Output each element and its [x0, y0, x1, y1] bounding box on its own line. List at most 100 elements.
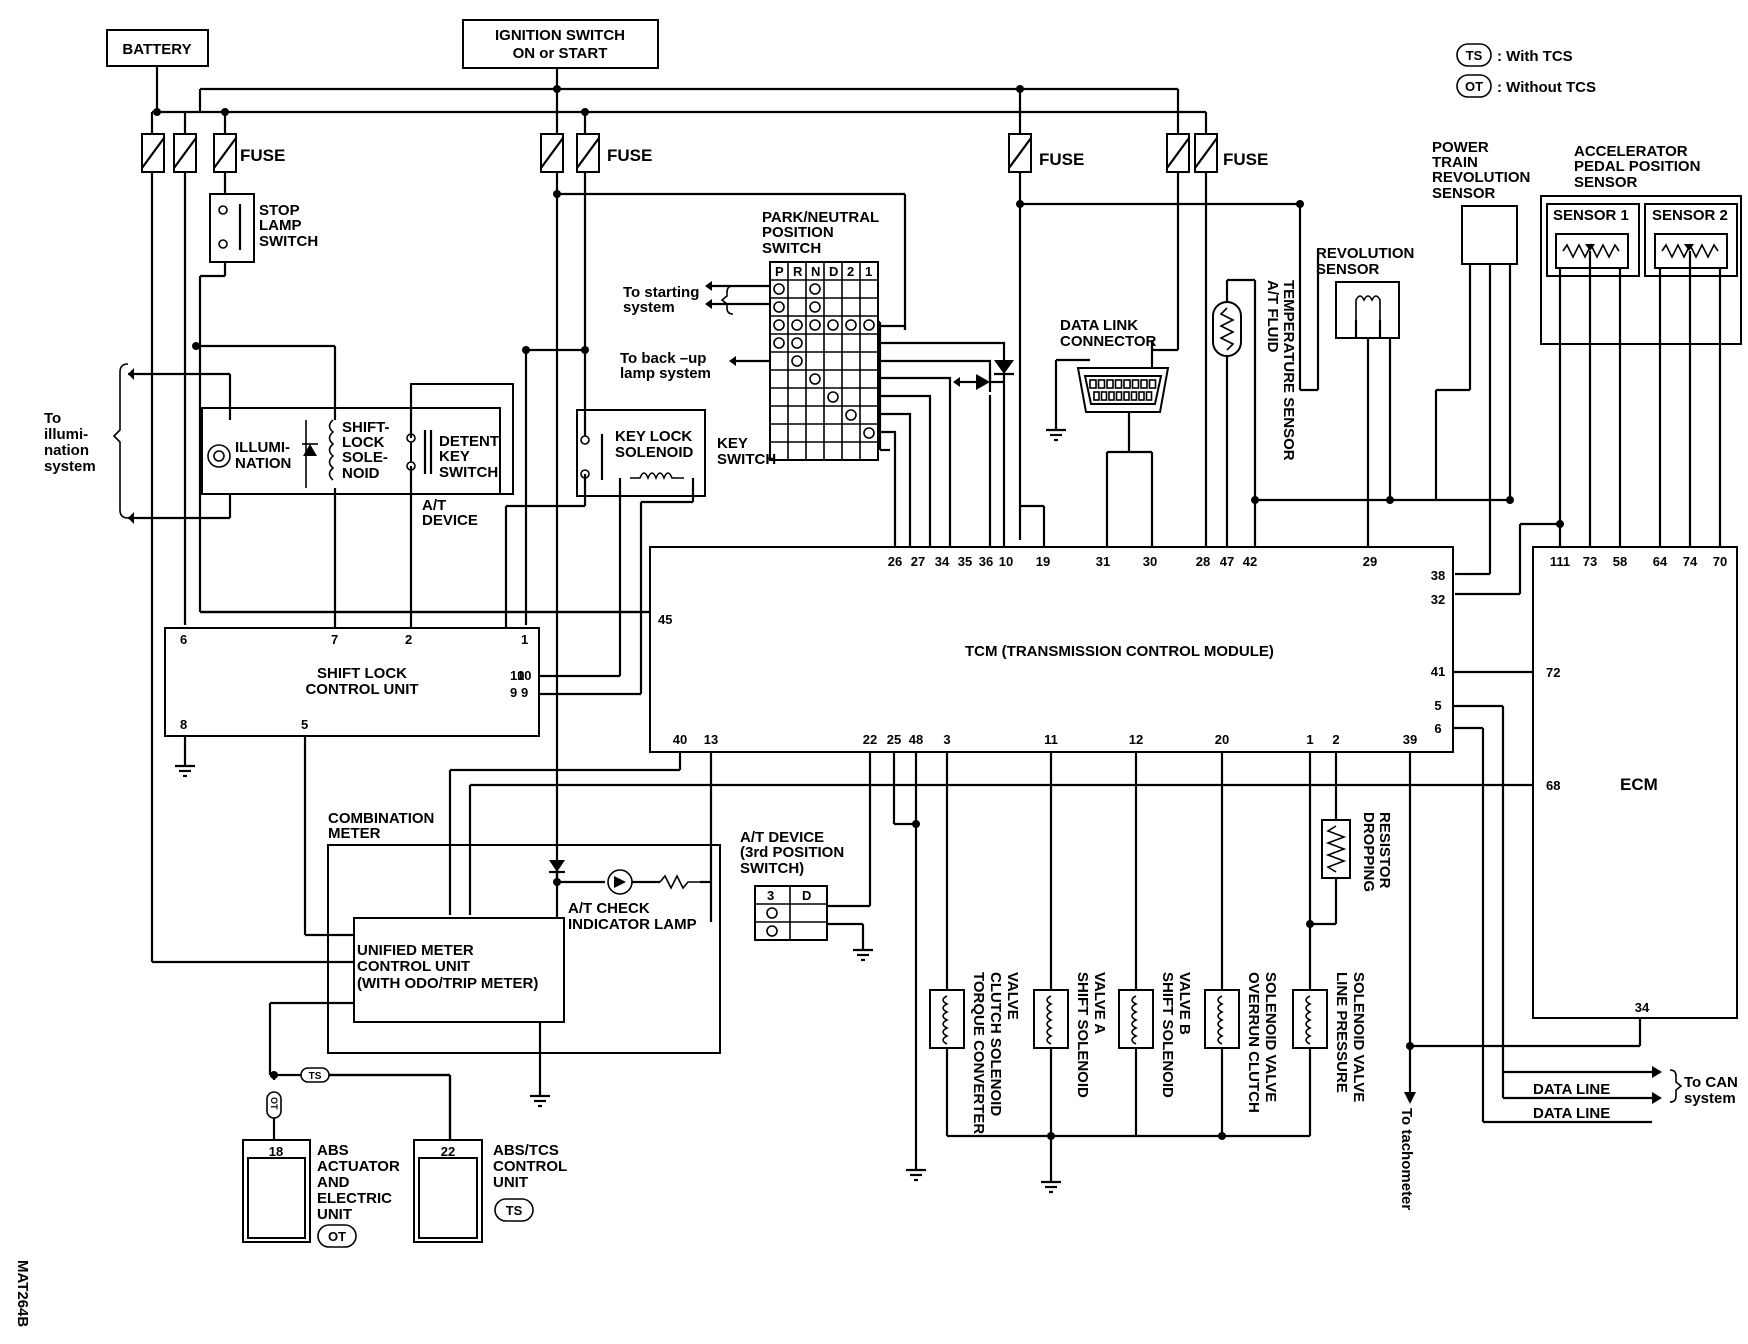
svg-text:MAT264B: MAT264B: [14, 1260, 31, 1327]
ground-icon: [906, 1168, 926, 1182]
solenoid-valve-label: VALVE A: [1091, 972, 1108, 1034]
svg-text:DEVICE: DEVICE: [422, 512, 478, 529]
svg-text:NOID: NOID: [342, 465, 380, 482]
coil-icon: [942, 995, 949, 1045]
solenoid-valve-label: SHIFT SOLENOID: [1074, 972, 1091, 1098]
svg-text:system: system: [623, 299, 675, 316]
svg-text:OT: OT: [1465, 79, 1483, 94]
ecm-pin-left-72: 72: [1546, 665, 1560, 680]
dlc-pin: [1138, 391, 1145, 401]
ecm-pin-top-70: 70: [1713, 554, 1727, 569]
tcm-pin-right-41: 41: [1431, 664, 1445, 679]
svg-text:SHIFT-: SHIFT-: [342, 419, 390, 436]
tcm-pin-bottom-11: 11: [1044, 732, 1058, 747]
tcm-pin-bottom-20: 20: [1215, 732, 1229, 747]
svg-text:22: 22: [441, 1144, 455, 1159]
svg-text:(3rd POSITION: (3rd POSITION: [740, 844, 844, 861]
tcm-pin-bottom-3: 3: [943, 732, 950, 747]
ground-icon: [530, 1094, 550, 1108]
pnp-contact: [809, 301, 821, 313]
ground-icon: [853, 948, 873, 962]
svg-text:POSITION: POSITION: [762, 224, 834, 241]
svg-text:To: To: [44, 410, 61, 427]
svg-text:KEY: KEY: [439, 448, 470, 465]
svg-text:A/T: A/T: [422, 497, 446, 514]
svg-text:UNIT: UNIT: [493, 1174, 528, 1191]
svg-text:illumi-: illumi-: [44, 426, 88, 443]
tcm-pin-left-10: 10: [510, 668, 524, 683]
svg-text:COMBINATION: COMBINATION: [328, 810, 434, 827]
pnp-contact: [791, 319, 803, 331]
svg-text:nation: nation: [44, 442, 89, 459]
tcm-pin-top-19: 19: [1036, 554, 1050, 569]
svg-text:SENSOR 2: SENSOR 2: [1652, 207, 1728, 224]
svg-text:UNIT: UNIT: [317, 1206, 352, 1223]
tcm-pin-right-32: 32: [1431, 592, 1445, 607]
pnp-contact: [845, 319, 857, 331]
pnp-contact: [809, 319, 821, 331]
tcm-pin-right-5: 5: [1434, 698, 1441, 713]
ground-icon: [175, 764, 195, 778]
svg-text:SWITCH: SWITCH: [259, 233, 318, 250]
svg-text:NATION: NATION: [235, 455, 291, 472]
svg-text:TRAIN: TRAIN: [1432, 154, 1478, 171]
svg-text:: Without TCS: : Without TCS: [1497, 79, 1596, 96]
fuse-icon: [1194, 133, 1218, 173]
svg-text:45: 45: [658, 612, 672, 627]
tcm-pin-bottom-22: 22: [863, 732, 877, 747]
svg-text:SOLENOID: SOLENOID: [615, 444, 694, 461]
dlc-pin: [1115, 391, 1123, 401]
svg-text:system: system: [1684, 1090, 1736, 1107]
ecm-pin-top-74: 74: [1683, 554, 1698, 569]
revolution-sensor: REVOLUTION SENSOR: [1300, 245, 1414, 552]
svg-text:SENSOR: SENSOR: [1316, 261, 1380, 278]
dlc-pin: [1123, 379, 1131, 389]
svg-text:BATTERY: BATTERY: [122, 41, 191, 58]
tcm-pin-top-10: 10: [999, 554, 1013, 569]
accelerator-pedal-position-sensor: ACCELERATOR PEDAL POSITION SENSOR SENSOR…: [1455, 143, 1742, 596]
ground-icon: [1046, 428, 1066, 442]
dlc-pin: [1089, 379, 1097, 389]
svg-text:INDICATOR LAMP: INDICATOR LAMP: [568, 916, 697, 933]
svg-text:DATA LINE: DATA LINE: [1533, 1081, 1610, 1098]
dlc-pin: [1123, 391, 1130, 401]
svg-text:SOLE-: SOLE-: [342, 449, 388, 466]
svg-text:ABS: ABS: [317, 1142, 349, 1159]
ecm-pin-top-73: 73: [1583, 554, 1597, 569]
svg-text:CONTROL UNIT: CONTROL UNIT: [357, 958, 470, 975]
svg-text:To tachometer: To tachometer: [1398, 1108, 1415, 1210]
svg-text:ELECTRIC: ELECTRIC: [317, 1190, 392, 1207]
solenoid-valve-coil: [1292, 989, 1328, 1049]
dlc-pin: [1131, 379, 1140, 389]
svg-text:STOP: STOP: [259, 202, 300, 219]
fuse-group-left: FUSE: [141, 133, 285, 173]
pnp-contact: [791, 355, 803, 367]
svg-text:To back –up: To back –up: [620, 350, 706, 367]
svg-text:: With TCS: : With TCS: [1497, 48, 1573, 65]
tcm-pin-top-31: 31: [1096, 554, 1110, 569]
solenoid-valve-coil: [1033, 989, 1069, 1049]
svg-text:3: 3: [767, 888, 774, 903]
diode-icon: [549, 860, 565, 874]
svg-text:SWITCH: SWITCH: [717, 451, 776, 468]
svg-text:REVOLUTION: REVOLUTION: [1432, 169, 1530, 186]
ecm-pin-top-64: 64: [1653, 554, 1668, 569]
pnp-col-label: 2: [847, 264, 854, 279]
pnp-col-label: D: [829, 264, 838, 279]
dlc-pin: [1140, 379, 1148, 389]
svg-text:DATA LINK: DATA LINK: [1060, 317, 1138, 334]
svg-text:D: D: [802, 888, 811, 903]
at-fluid-temperature-sensor: A/T FLUID TEMPERATURE SENSOR: [1212, 278, 1297, 552]
svg-text:10: 10: [517, 668, 531, 683]
svg-text:TS: TS: [506, 1203, 523, 1218]
pnp-col-label: 1: [865, 264, 872, 279]
pnp-contact: [809, 283, 821, 295]
solenoid-valve-label: SOLENOID VALVE: [1350, 972, 1367, 1102]
svg-text:ABS/TCS: ABS/TCS: [493, 1142, 559, 1159]
ecm-pin-top-58: 58: [1613, 554, 1627, 569]
svg-text:TS: TS: [309, 1071, 322, 1082]
